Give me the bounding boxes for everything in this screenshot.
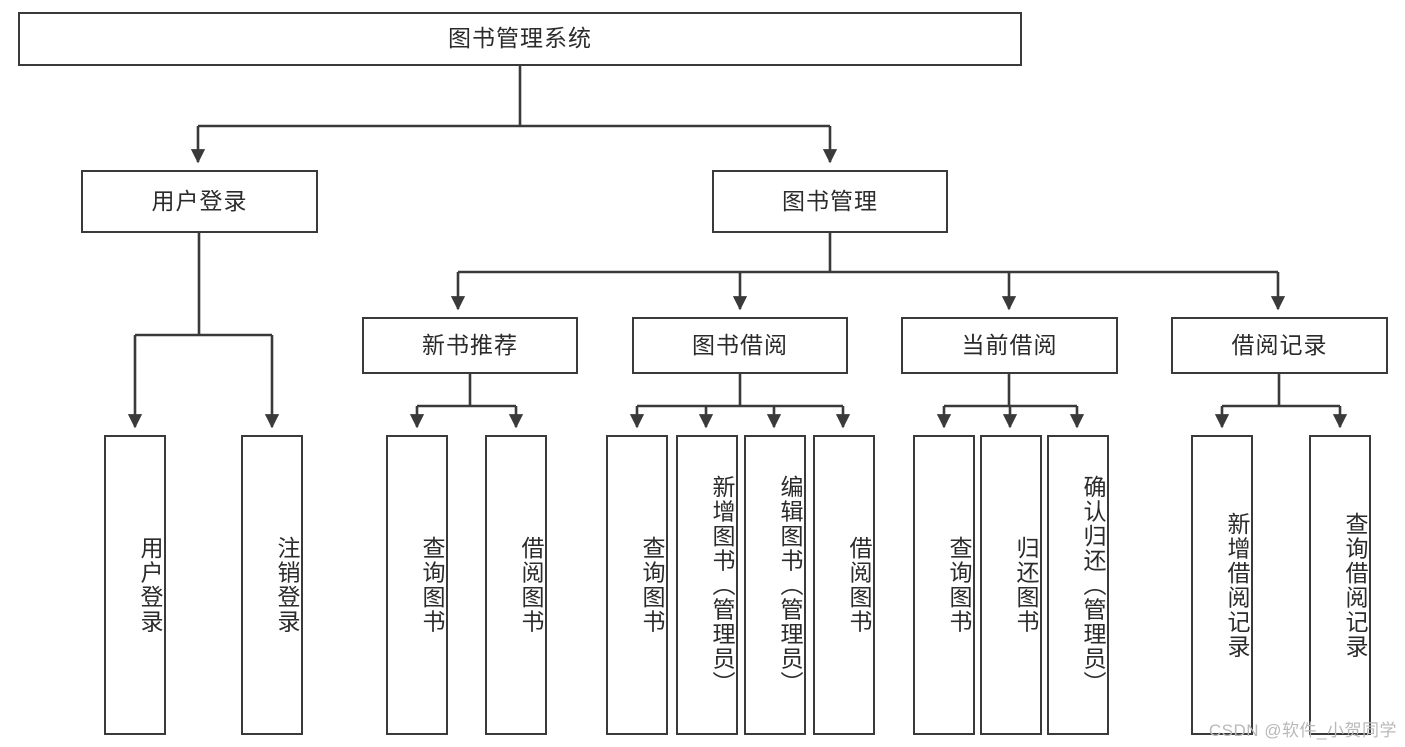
node-label: 归还图书 xyxy=(1013,536,1039,634)
node-borrow-record[interactable]: 借阅记录 xyxy=(1171,317,1388,374)
node-label: 借阅记录 xyxy=(1231,331,1328,358)
node-leaf-add-borrow-record[interactable]: 新增借阅记录 xyxy=(1191,435,1253,735)
node-book-management[interactable]: 图书管理 xyxy=(712,170,948,233)
node-leaf-query-book-current[interactable]: 查询图书 xyxy=(913,435,975,735)
node-label: 确认归还（管理员） xyxy=(1080,474,1106,696)
node-book-management-system[interactable]: 图书管理系统 xyxy=(18,12,1022,66)
node-leaf-query-book-borrow[interactable]: 查询图书 xyxy=(606,435,668,735)
node-label: 新书推荐 xyxy=(422,331,518,358)
node-new-book-recommend[interactable]: 新书推荐 xyxy=(362,317,578,374)
node-label: 新增借阅记录 xyxy=(1224,511,1250,659)
node-label: 借阅图书 xyxy=(518,536,544,634)
node-leaf-user-login[interactable]: 用户登录 xyxy=(104,435,166,735)
node-label: 编辑图书（管理员） xyxy=(777,474,803,696)
node-leaf-query-book-recommend[interactable]: 查询图书 xyxy=(386,435,448,735)
node-leaf-edit-book[interactable]: 编辑图书（管理员） xyxy=(744,435,806,735)
node-leaf-logout-login[interactable]: 注销登录 xyxy=(241,435,303,735)
node-label: 查询借阅记录 xyxy=(1342,511,1368,659)
node-label: 图书管理系统 xyxy=(448,25,592,52)
node-leaf-borrow-book-recommend[interactable]: 借阅图书 xyxy=(485,435,547,735)
node-current-borrow[interactable]: 当前借阅 xyxy=(901,317,1118,374)
watermark-text: CSDN @软件_小贺同学 xyxy=(1208,721,1397,740)
node-user-login[interactable]: 用户登录 xyxy=(81,170,318,233)
node-leaf-query-borrow-record[interactable]: 查询借阅记录 xyxy=(1309,435,1371,735)
node-label: 查询图书 xyxy=(419,536,445,634)
node-label: 用户登录 xyxy=(137,536,163,634)
node-label: 注销登录 xyxy=(274,536,300,634)
node-book-borrow[interactable]: 图书借阅 xyxy=(632,317,848,374)
node-label: 图书管理 xyxy=(782,187,878,214)
node-label: 当前借阅 xyxy=(961,331,1058,358)
node-leaf-borrow-book[interactable]: 借阅图书 xyxy=(813,435,875,735)
node-label: 图书借阅 xyxy=(692,331,788,358)
node-leaf-return-book[interactable]: 归还图书 xyxy=(980,435,1042,735)
node-label: 新增图书（管理员） xyxy=(709,474,735,696)
node-leaf-add-book[interactable]: 新增图书（管理员） xyxy=(676,435,738,735)
node-label: 查询图书 xyxy=(639,536,665,634)
node-leaf-confirm-return[interactable]: 确认归还（管理员） xyxy=(1047,435,1109,735)
node-label: 查询图书 xyxy=(946,536,972,634)
node-label: 借阅图书 xyxy=(846,536,872,634)
node-label: 用户登录 xyxy=(151,187,248,214)
